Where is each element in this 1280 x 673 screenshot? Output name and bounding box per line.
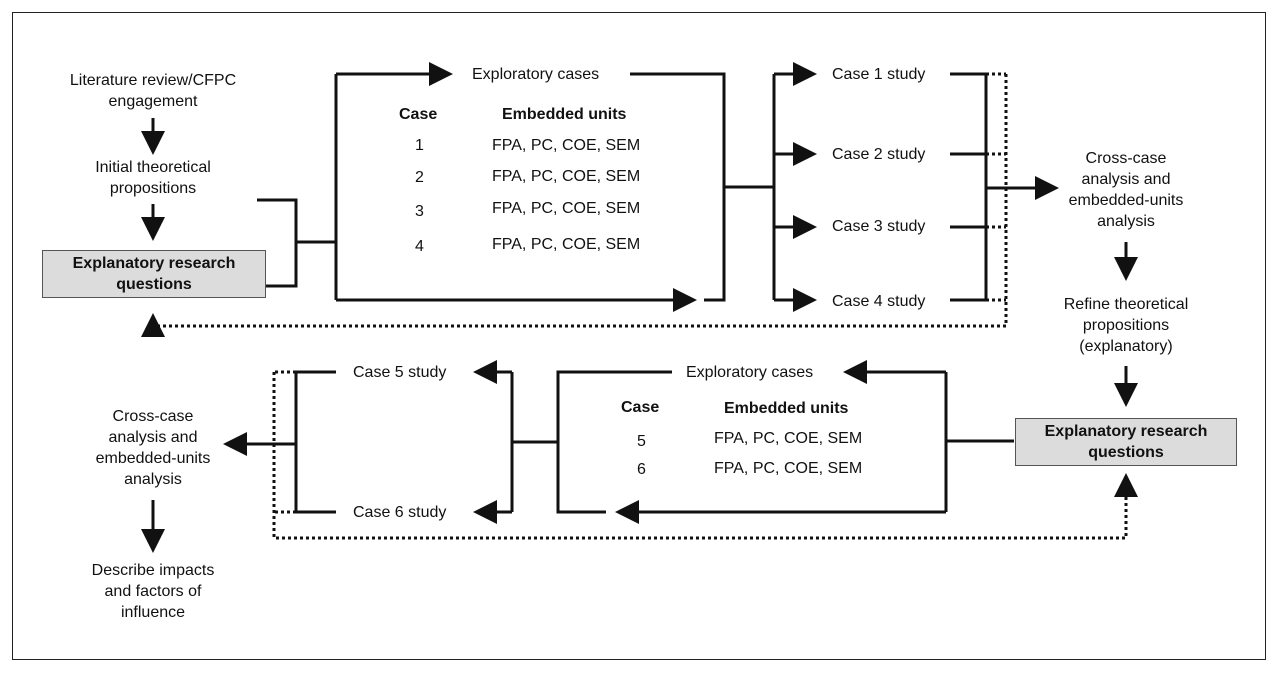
top-case-number: 4 [415, 238, 424, 255]
literature-review-node: Literature review/CFPC engagement [70, 70, 236, 112]
top-exploratory-title: Exploratory cases [472, 66, 600, 83]
bottom-case-units: FPA, PC, COE, SEM [714, 460, 863, 477]
case-study-node: Case 3 study [832, 218, 926, 235]
questions-bottom-line-1: Explanatory research [1044, 423, 1208, 440]
case-study-node: Case 5 study [353, 364, 447, 381]
research-questions-box-bottom: Explanatory research questions [1015, 418, 1237, 466]
refine-propositions-node: Refine theoretical propositions (explana… [1064, 294, 1189, 357]
top-case-number: 2 [415, 169, 424, 186]
bottom-case-number: 6 [637, 461, 646, 478]
top-case-header: Case [399, 106, 438, 123]
case-study-node: Case 2 study [832, 146, 926, 163]
initial-line-1: Initial theoretical [95, 159, 211, 176]
case-study-node: Case 6 study [353, 504, 447, 521]
refine-line-1: Refine theoretical [1063, 296, 1189, 313]
cross-top-line-1: Cross-case [1085, 150, 1167, 167]
top-case-units: FPA, PC, COE, SEM [492, 168, 641, 185]
bottom-case-number: 5 [637, 433, 646, 450]
cross-top-line-2: analysis and [1081, 171, 1171, 188]
describe-line-3: influence [120, 604, 186, 621]
bottom-case-units: FPA, PC, COE, SEM [714, 430, 863, 447]
bottom-exploratory-title: Exploratory cases [686, 364, 814, 381]
top-units-header: Embedded units [502, 106, 627, 123]
initial-line-2: propositions [109, 180, 197, 197]
bottom-units-header: Embedded units [724, 400, 849, 417]
initial-propositions-node: Initial theoretical propositions [95, 157, 211, 199]
questions-bottom-line-2: questions [1088, 444, 1164, 461]
cross-bottom-line-4: analysis [124, 471, 182, 488]
cross-case-analysis-bottom: Cross-case analysis and embedded-units a… [96, 406, 211, 490]
cross-top-line-3: embedded-units [1068, 192, 1184, 209]
describe-line-2: and factors of [104, 583, 202, 600]
case-study-node: Case 4 study [832, 293, 926, 310]
cross-bottom-line-2: analysis and [108, 429, 198, 446]
refine-line-3: (explanatory) [1079, 338, 1173, 355]
top-case-number: 1 [415, 137, 424, 154]
top-case-units: FPA, PC, COE, SEM [492, 236, 641, 253]
cross-case-analysis-top: Cross-case analysis and embedded-units a… [1069, 148, 1184, 232]
case-study-node: Case 1 study [832, 66, 926, 83]
questions-top-line-1: Explanatory research [72, 255, 236, 272]
top-case-number: 3 [415, 203, 424, 220]
refine-line-2: propositions [1082, 317, 1170, 334]
diagram-frame [12, 12, 1266, 660]
top-case-units: FPA, PC, COE, SEM [492, 200, 641, 217]
describe-line-1: Describe impacts [91, 562, 215, 579]
describe-impacts-node: Describe impacts and factors of influenc… [92, 560, 215, 623]
cross-bottom-line-3: embedded-units [95, 450, 211, 467]
literature-line-1: Literature review/CFPC [69, 72, 237, 89]
bottom-case-header: Case [621, 399, 660, 416]
cross-top-line-4: analysis [1097, 213, 1155, 230]
cross-bottom-line-1: Cross-case [112, 408, 194, 425]
questions-top-line-2: questions [116, 276, 192, 293]
research-questions-box-top: Explanatory research questions [42, 250, 266, 298]
literature-line-2: engagement [108, 93, 198, 110]
top-case-units: FPA, PC, COE, SEM [492, 137, 641, 154]
